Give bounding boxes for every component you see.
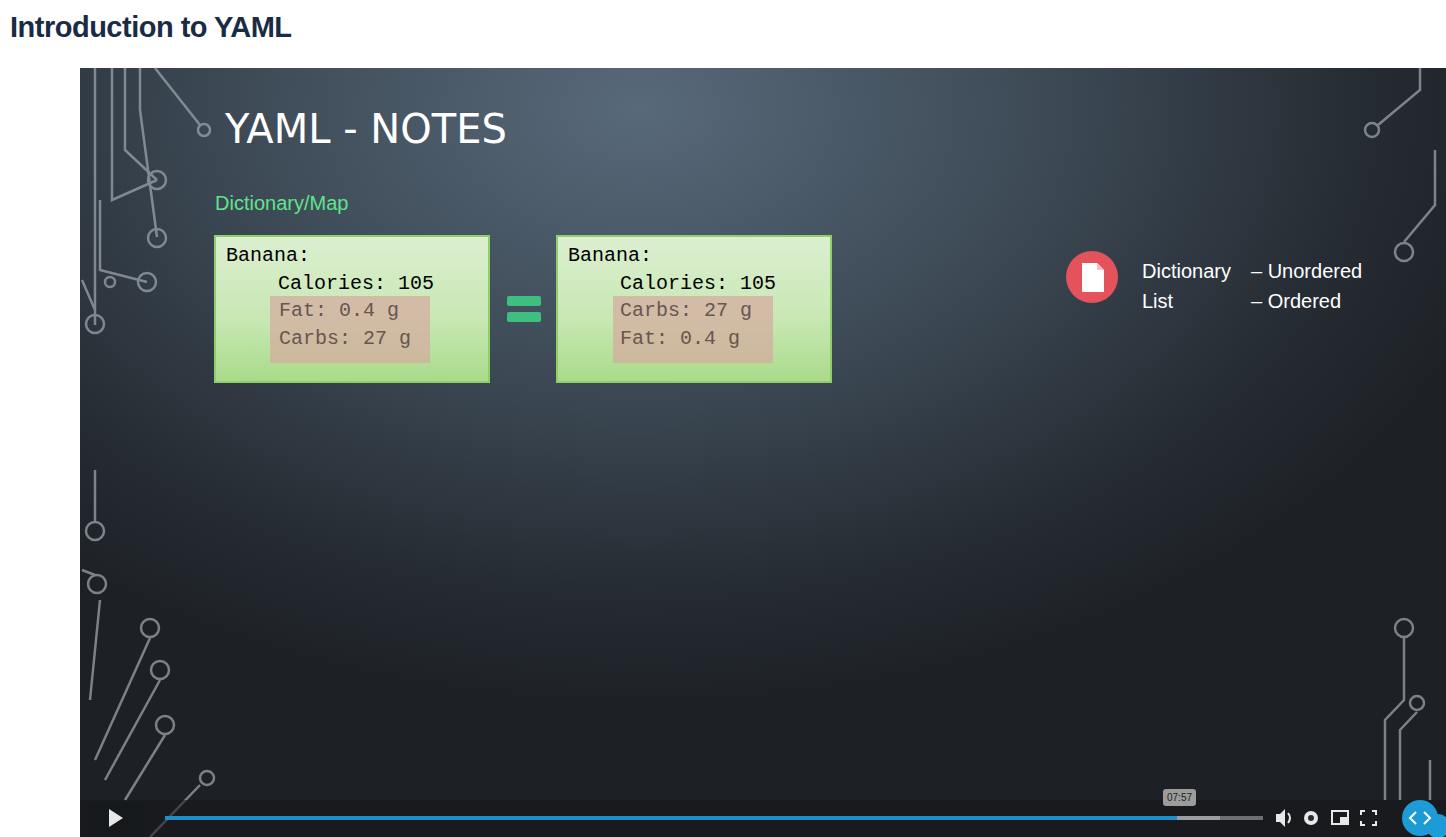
highlight-box: Fat: 0.4 g Carbs: 27 g [270, 296, 430, 363]
code-line: Fat: 0.4 g [620, 327, 740, 351]
equals-sign [507, 296, 541, 306]
note-text: – Ordered [1251, 290, 1341, 313]
highlight-box: Carbs: 27 g Fat: 0.4 g [613, 296, 773, 363]
time-tooltip: 07:57 [1163, 789, 1196, 806]
note-text: Dictionary [1142, 260, 1231, 283]
code-line: Banana: [226, 244, 310, 268]
code-line: Carbs: 27 g [279, 327, 411, 351]
slide-title: YAML - NOTES [225, 106, 507, 152]
code-line: Carbs: 27 g [620, 299, 752, 323]
equals-sign [507, 312, 541, 322]
code-line: Calories: 105 [620, 272, 776, 296]
code-line: Calories: 105 [278, 272, 434, 296]
code-line: Fat: 0.4 g [279, 299, 399, 323]
code-box: Banana: Calories: 105Fat: 0.4 g Carbs: 27 … [214, 235, 490, 383]
player-controls [80, 800, 1446, 837]
note-text: List [1142, 290, 1173, 313]
code-line: Banana: [568, 244, 652, 268]
code-box: Banana: Calories: 105Carbs: 27 g Fat: 0.4 … [556, 235, 832, 383]
note-icon [1066, 251, 1118, 303]
video-frame [80, 68, 1446, 837]
page-heading: Introduction to YAML [10, 11, 292, 44]
note-text: – Unordered [1251, 260, 1362, 283]
section-heading: Dictionary/Map [215, 192, 348, 215]
